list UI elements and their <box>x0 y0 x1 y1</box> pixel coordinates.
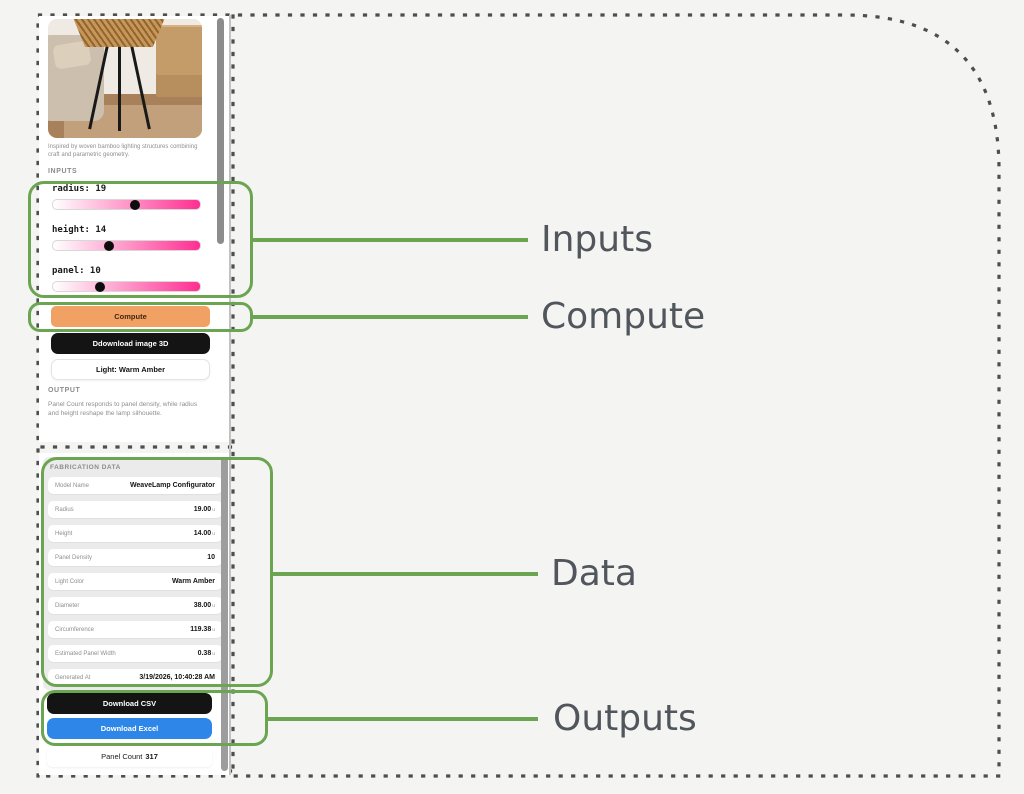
fabrication-row-label: Circumference <box>55 626 95 633</box>
fabrication-row-label: Model Name <box>55 482 90 489</box>
download-csv-button[interactable]: Download CSV <box>47 693 212 714</box>
output-description: Panel Count responds to panel density, w… <box>48 401 198 417</box>
fabrication-row-value: 119.38u <box>190 626 215 633</box>
fabrication-row-label: Diameter <box>55 602 80 609</box>
fabrication-row-value: 0.38u <box>197 650 215 657</box>
fabrication-row-label: Light Color <box>55 578 85 585</box>
fabrication-row: Height 14.00u <box>48 525 222 542</box>
fabrication-row-label: Height <box>55 530 73 537</box>
fabrication-row-unit: u <box>212 531 215 537</box>
fabrication-row-value: 3/19/2026, 10:40:28 AM <box>139 674 215 681</box>
data-highlight-bracket <box>41 457 273 687</box>
photo-cabinet <box>156 25 202 97</box>
fabrication-row: Radius 19.00u <box>48 501 222 518</box>
fabrication-data-title: FABRICATION DATA <box>50 464 121 471</box>
fabrication-data-panel: FABRICATION DATA Model Name WeaveLamp Con… <box>43 457 227 690</box>
inputs-connector-line <box>251 238 528 242</box>
data-connector-line <box>271 572 538 576</box>
panel-count-card: Panel Count 317 <box>47 746 212 767</box>
slider-thumb-panel[interactable] <box>95 281 106 292</box>
fabrication-row-value: WeaveLamp Configurator <box>129 482 215 489</box>
fabrication-row-unit: u <box>212 627 215 633</box>
compute-annotation-label: Compute <box>541 296 706 337</box>
inputs-annotation-label: Inputs <box>541 219 653 260</box>
fabrication-row: Estimated Panel Width 0.38u <box>48 645 222 662</box>
fabrication-row: Model Name WeaveLamp Configurator <box>48 477 222 494</box>
fabrication-row-label: Panel Density <box>55 554 93 561</box>
slider-label-radius: radius: 19 <box>52 184 107 194</box>
lower-scrollbar-thumb[interactable] <box>221 457 228 771</box>
slider-label-height: height: 14 <box>52 225 107 235</box>
compute-button[interactable]: Compute <box>51 306 210 327</box>
sidebar-lower-panel: FABRICATION DATA Model Name WeaveLamp Con… <box>39 453 230 775</box>
inputs-section-label: INPUTS <box>48 168 78 175</box>
compute-highlight-bracket <box>28 302 253 332</box>
fabrication-row-unit: u <box>212 603 215 609</box>
slider-group-radius: radius: 19 <box>52 184 201 210</box>
fabrication-row: Diameter 38.00u <box>48 597 222 614</box>
fabrication-row-value: 19.00u <box>193 506 215 513</box>
upper-scrollbar-thumb[interactable] <box>217 18 224 244</box>
light-color-button[interactable]: Light: Warm Amber <box>51 359 210 380</box>
fabrication-row-value: 10 <box>207 554 215 561</box>
fabrication-row-label: Radius <box>55 506 74 513</box>
sidebar-upper-panel: Inspired by woven bamboo lighting struct… <box>39 16 230 442</box>
fabrication-row-unit: u <box>212 651 215 657</box>
fabrication-row-value: 14.00u <box>193 530 215 537</box>
slider-label-panel: panel: 10 <box>52 266 101 276</box>
slider-group-height: height: 14 <box>52 225 201 251</box>
slider-track-panel[interactable] <box>52 281 201 292</box>
output-section-label: OUTPUT <box>48 387 81 394</box>
fabrication-row: Circumference 119.38u <box>48 621 222 638</box>
slider-thumb-radius[interactable] <box>130 199 141 210</box>
slider-thumb-height[interactable] <box>103 240 114 251</box>
panel-count-value: 317 <box>145 752 158 761</box>
fabrication-row-unit: u <box>212 507 215 513</box>
fabrication-row: Generated At 3/19/2026, 10:40:28 AM <box>48 669 222 686</box>
panel-count-label: Panel Count <box>101 752 143 761</box>
photo-lamp-shade <box>72 19 166 47</box>
slider-group-panel: panel: 10 <box>52 266 201 292</box>
outputs-connector-line <box>266 717 538 721</box>
download-excel-button[interactable]: Download Excel <box>47 718 212 739</box>
outputs-annotation-label: Outputs <box>553 698 697 739</box>
fabrication-row-value: Warm Amber <box>171 578 215 585</box>
lamp-photo <box>48 19 202 138</box>
slider-track-radius[interactable] <box>52 199 201 210</box>
fabrication-row: Light Color Warm Amber <box>48 573 222 590</box>
inputs-highlight-bracket <box>28 181 253 298</box>
fabrication-row-value: 38.00u <box>193 602 215 609</box>
fabrication-row-label: Estimated Panel Width <box>55 650 116 657</box>
sidebar-window-edge <box>229 15 231 775</box>
sliders-container: radius: 19 height: 14 panel: 10 <box>52 184 201 307</box>
outputs-highlight-bracket <box>41 690 268 746</box>
data-annotation-label: Data <box>551 553 637 594</box>
slider-track-height[interactable] <box>52 240 201 251</box>
photo-caption: Inspired by woven bamboo lighting struct… <box>48 144 198 158</box>
download-image-3d-button[interactable]: Ddownload image 3D <box>51 333 210 354</box>
photo-lamp-leg <box>118 45 121 131</box>
fabrication-row: Panel Density 10 <box>48 549 222 566</box>
compute-connector-line <box>251 315 528 319</box>
fabrication-row-label: Generated At <box>55 674 91 681</box>
